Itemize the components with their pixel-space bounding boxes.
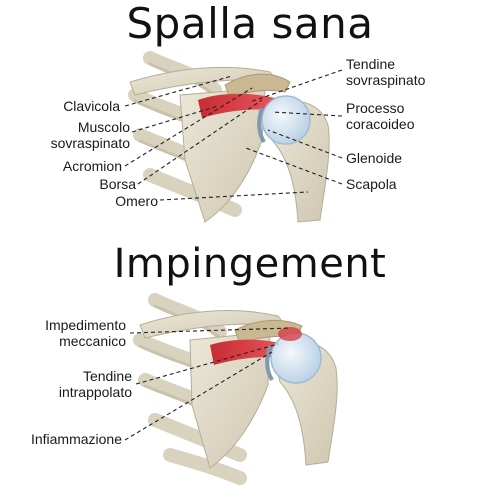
humeral-head-bottom xyxy=(270,332,322,384)
label-impedimento-line2: meccanico xyxy=(59,333,126,349)
healthy-shoulder-drawing xyxy=(128,51,330,223)
label-scapola: Scapola xyxy=(346,176,397,192)
glenoid-top xyxy=(257,107,266,144)
scapula-bottom xyxy=(189,331,271,469)
impingement-zone xyxy=(278,327,302,341)
label-clavicola: Clavicola xyxy=(63,98,120,114)
label-infiammazione: Infiammazione xyxy=(30,431,122,447)
label-glenoide: Glenoide xyxy=(346,150,403,166)
title-impingement: Impingement xyxy=(113,241,387,287)
label-impedimento-line1: Impedimento xyxy=(45,317,126,333)
leader-lines xyxy=(124,69,343,441)
label-processo-line1: Processo xyxy=(346,100,405,116)
label-omero: Omero xyxy=(115,193,158,209)
label-tendine-intrappolato-line2: intrappolato xyxy=(58,384,132,400)
label-muscolo-line1: Muscolo xyxy=(77,119,130,135)
label-tendine-line1: Tendine xyxy=(346,56,396,72)
label-acromion: Acromion xyxy=(62,158,122,174)
label-processo-line2: coracoideo xyxy=(346,116,415,132)
label-tendine-line2: sovraspinato xyxy=(346,72,426,88)
glenoid-bottom xyxy=(265,345,274,382)
label-borsa: Borsa xyxy=(99,176,136,192)
impingement-shoulder-drawing xyxy=(133,293,338,485)
title-healthy-shoulder: Spalla sana xyxy=(126,0,374,48)
label-muscolo-line2: sovraspinato xyxy=(50,135,130,151)
label-tendine-intrappolato-line1: Tendine xyxy=(82,368,132,384)
